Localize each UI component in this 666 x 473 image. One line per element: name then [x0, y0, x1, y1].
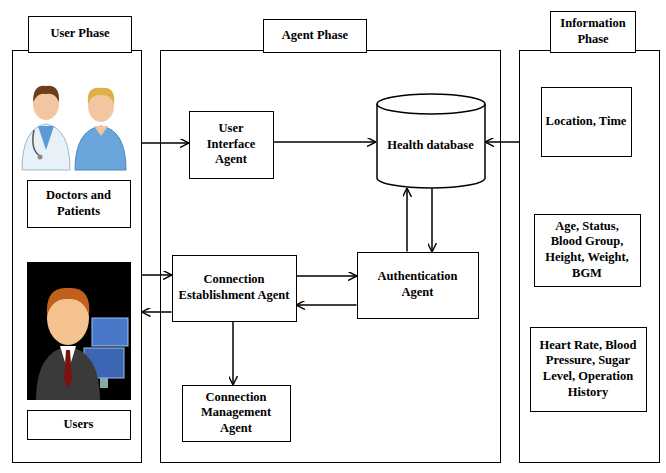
phase-heading: User Phase	[50, 26, 109, 42]
node-label: Users	[64, 417, 94, 433]
info-box: Heart Rate, Blood Pressure, Sugar Level,…	[530, 327, 647, 412]
node-label: Connection Establishment Agent	[177, 272, 292, 303]
node-label: User Interface Agent	[194, 121, 269, 168]
connector-arrow	[297, 275, 357, 277]
agent-box: Connection Establishment Agent	[172, 255, 297, 322]
agent-box: Connection Management Agent	[182, 385, 291, 442]
node-label: Location, Time	[546, 114, 627, 130]
connector-arrow	[406, 189, 408, 252]
node-label: Heart Rate, Blood Pressure, Sugar Level,…	[535, 338, 642, 401]
node-label: Health database	[387, 138, 473, 154]
agent-box: User Interface Agent	[189, 111, 274, 179]
connector-arrow	[142, 311, 172, 313]
cylinder-top	[377, 94, 485, 114]
node-label: Connection Management Agent	[187, 390, 286, 437]
actor-box: Doctors and Patients	[27, 180, 131, 228]
agent-box: Authentication Agent	[357, 252, 479, 319]
node-label: Doctors and Patients	[32, 188, 126, 219]
doctor-icon	[22, 86, 70, 170]
connector-arrow	[274, 141, 376, 143]
phase-heading: Agent Phase	[282, 28, 348, 44]
connector-arrow	[486, 141, 520, 143]
phase-panel: Information PhaseLocation, TimeAge, Stat…	[519, 50, 660, 463]
node-label: Authentication Agent	[362, 269, 474, 300]
connector-arrow	[297, 304, 357, 306]
connector-arrow	[232, 322, 234, 385]
connector-arrow	[142, 142, 189, 144]
phase-heading-box: Information Phase	[550, 11, 636, 53]
info-box: Location, Time	[541, 87, 632, 157]
info-box: Age, Status, Blood Group, Height, Weight…	[534, 214, 641, 287]
connector-arrow	[431, 189, 433, 252]
phase-heading-box: User Phase	[28, 16, 132, 53]
user-icon	[27, 262, 131, 400]
connector-arrow	[142, 274, 172, 276]
phase-panel: User PhaseDoctors and PatientsUsers	[12, 50, 142, 463]
cylinder-body	[377, 104, 485, 188]
phase-heading: Information Phase	[551, 16, 635, 47]
phase-heading-box: Agent Phase	[263, 19, 367, 53]
node-label: Age, Status, Blood Group, Height, Weight…	[539, 219, 636, 282]
phase-panel: Agent PhaseUser Interface AgentHealth da…	[160, 50, 501, 463]
database-cylinder: Health database	[376, 93, 486, 189]
patient-icon	[75, 88, 126, 170]
actor-box: Users	[27, 410, 131, 440]
